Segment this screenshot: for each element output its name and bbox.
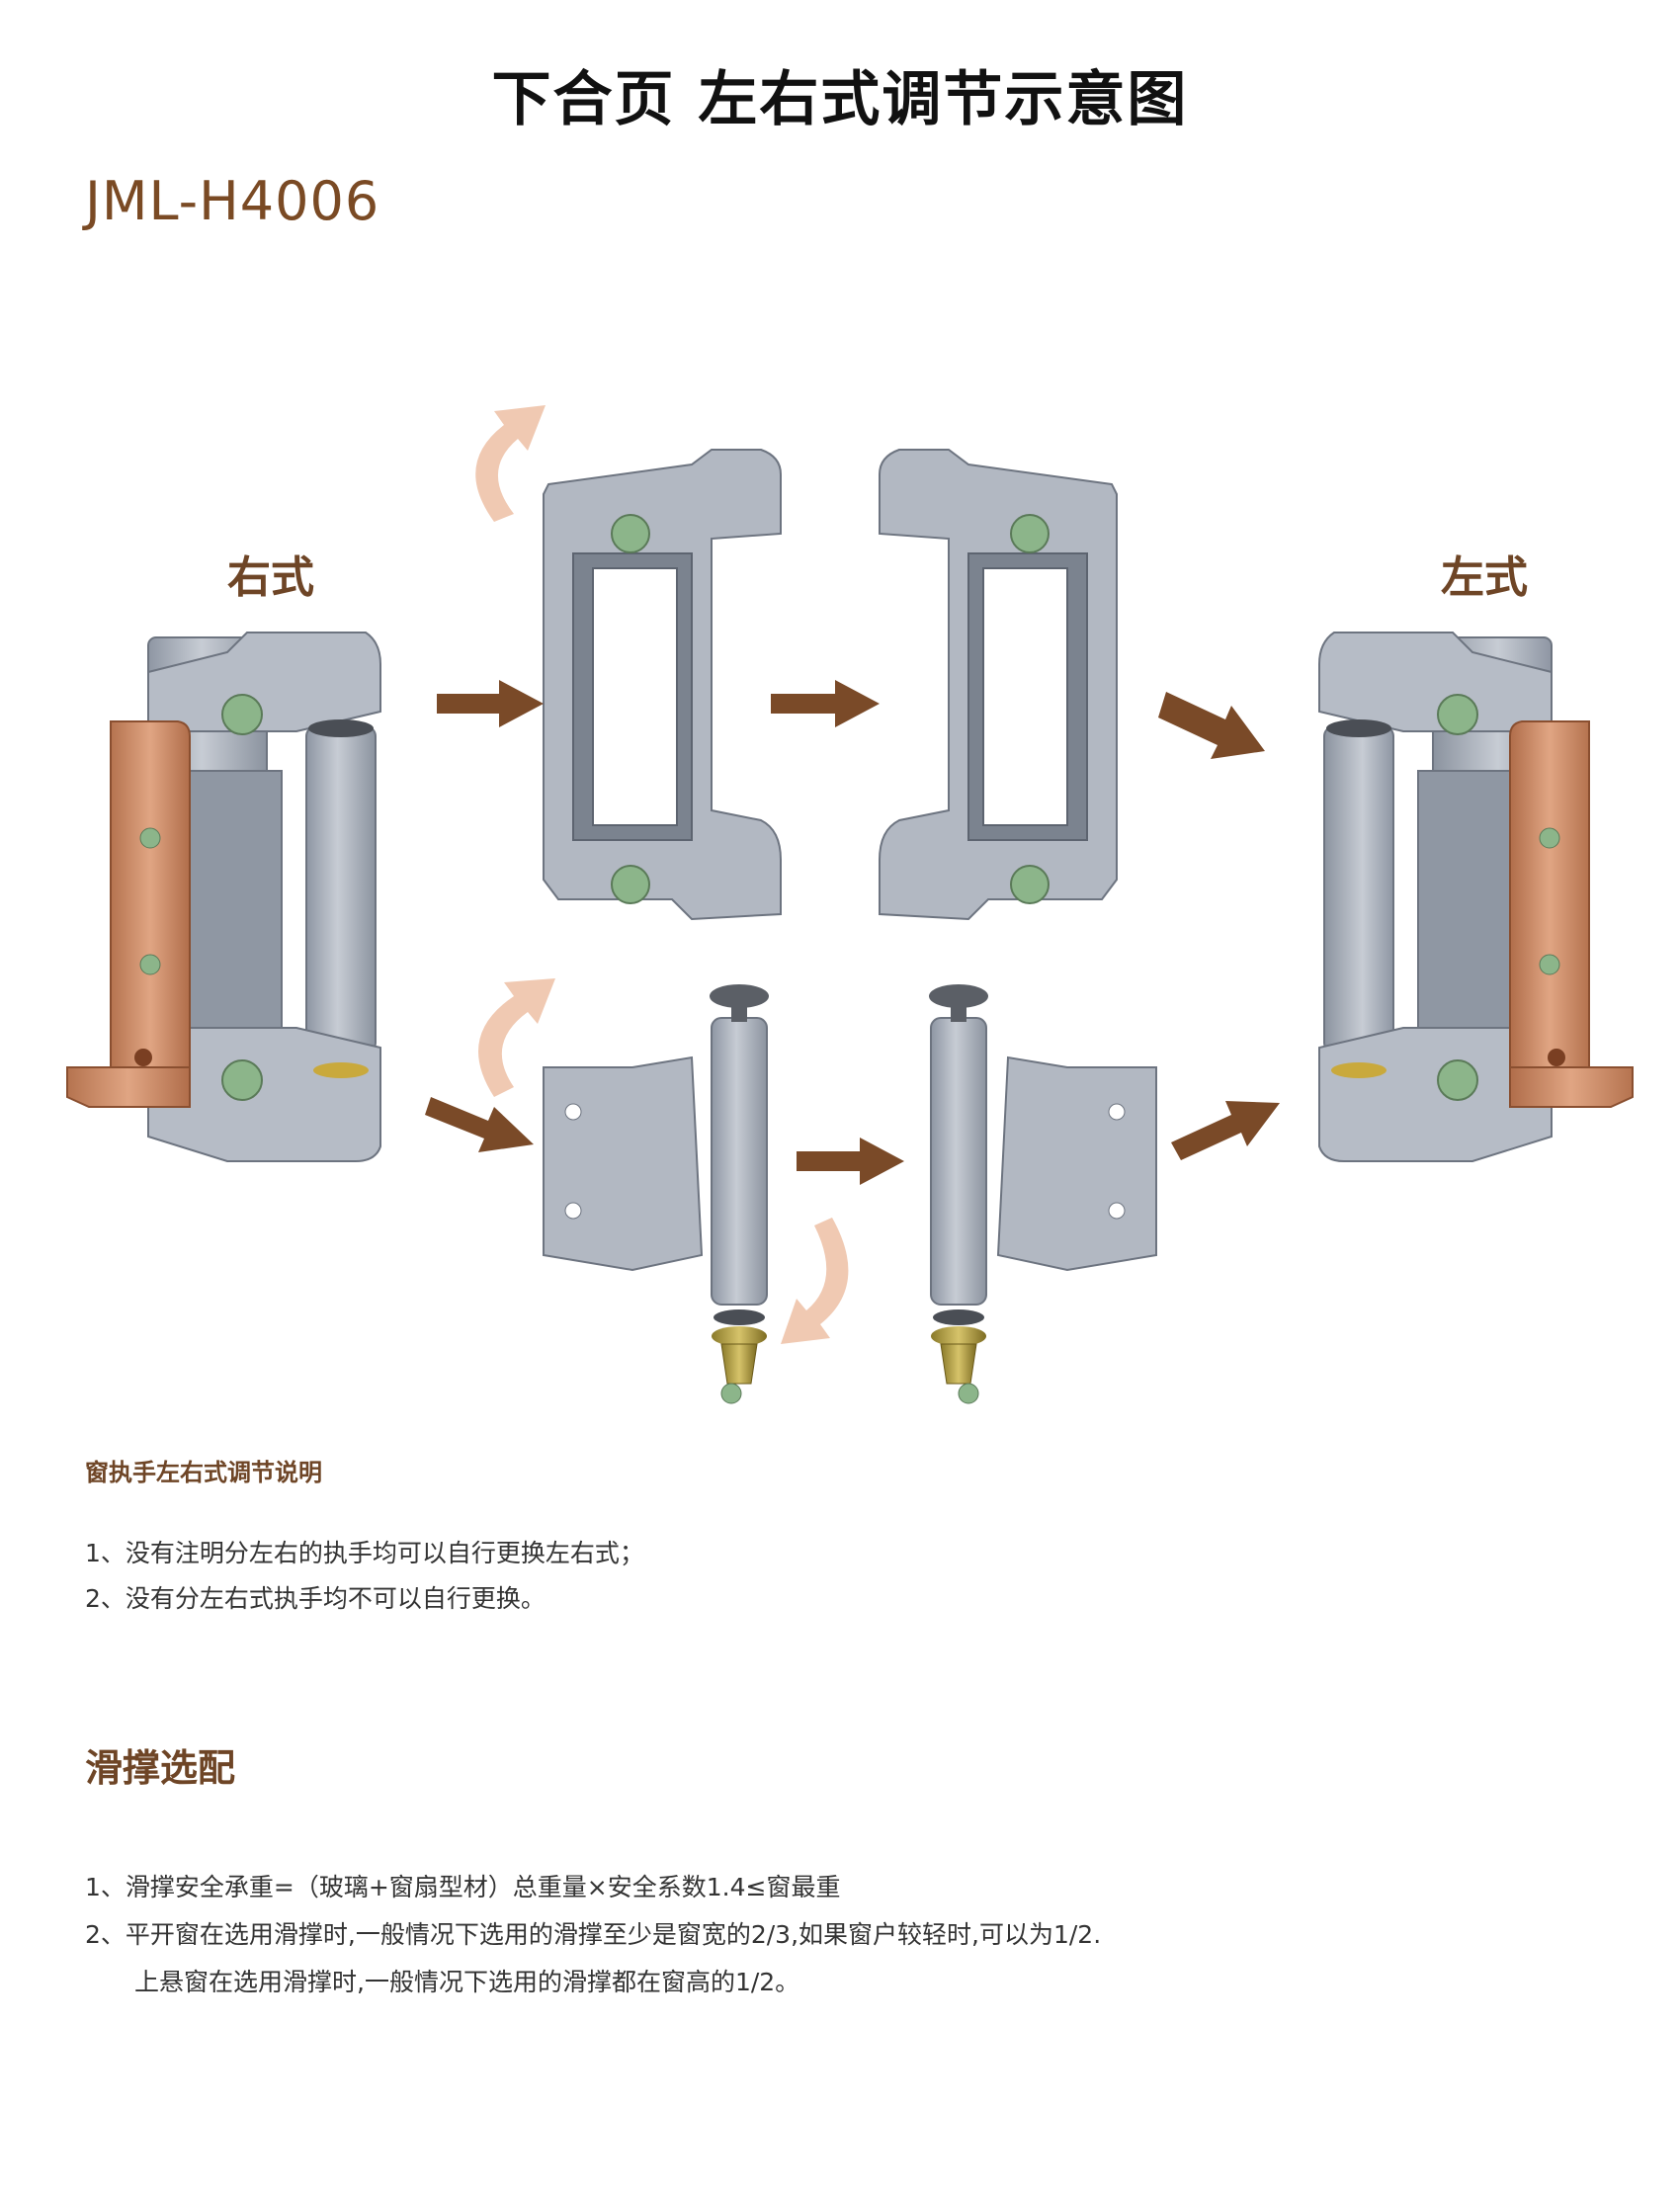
rotation-arrows bbox=[475, 405, 849, 1344]
handle-note-2: 2、没有分左右式执手均不可以自行更换。 bbox=[85, 1584, 546, 1613]
rotate-arrow-icon bbox=[475, 405, 546, 522]
direction-arrows bbox=[425, 680, 1280, 1185]
assembled-hinge-right-type bbox=[66, 632, 381, 1162]
stay-section-title: 滑撑选配 bbox=[85, 1746, 236, 1790]
pin-part-right bbox=[929, 984, 1157, 1404]
stay-note-1: 1、滑撑安全承重=（玻璃+窗扇型材）总重量×安全系数1.4≤窗最重 bbox=[85, 1873, 841, 1901]
pin-part-left bbox=[543, 984, 769, 1404]
label-right-type: 右式 bbox=[227, 552, 314, 603]
rotate-arrow-icon bbox=[781, 1218, 849, 1344]
stay-note-2: 2、平开窗在选用滑撑时,一般情况下选用的滑撑至少是窗宽的2/3,如果窗户较轻时,… bbox=[85, 1920, 1102, 1949]
assembled-hinge-left-type bbox=[1318, 632, 1634, 1162]
arrow-icon bbox=[425, 1097, 534, 1152]
handle-note-1: 1、没有注明分左右的执手均可以自行更换左右式； bbox=[85, 1539, 644, 1567]
stay-note-3: 上悬窗在选用滑撑时,一般情况下选用的滑撑都在窗高的1/2。 bbox=[134, 1968, 800, 1996]
page-title: 下合页 左右式调节示意图 bbox=[491, 65, 1189, 134]
arrow-icon bbox=[437, 680, 544, 727]
arrow-icon bbox=[797, 1138, 904, 1185]
label-left-type: 左式 bbox=[1441, 552, 1528, 603]
arrow-icon bbox=[1171, 1101, 1280, 1160]
rotate-arrow-icon bbox=[478, 978, 555, 1097]
leaf-part-right bbox=[879, 449, 1118, 921]
arrow-icon bbox=[1158, 692, 1265, 759]
handle-section-title: 窗执手左右式调节说明 bbox=[85, 1459, 322, 1486]
leaf-part-left bbox=[543, 449, 782, 921]
model-number: JML-H4006 bbox=[85, 170, 380, 232]
hinge-diagram bbox=[66, 405, 1634, 1404]
arrow-icon bbox=[771, 680, 880, 727]
